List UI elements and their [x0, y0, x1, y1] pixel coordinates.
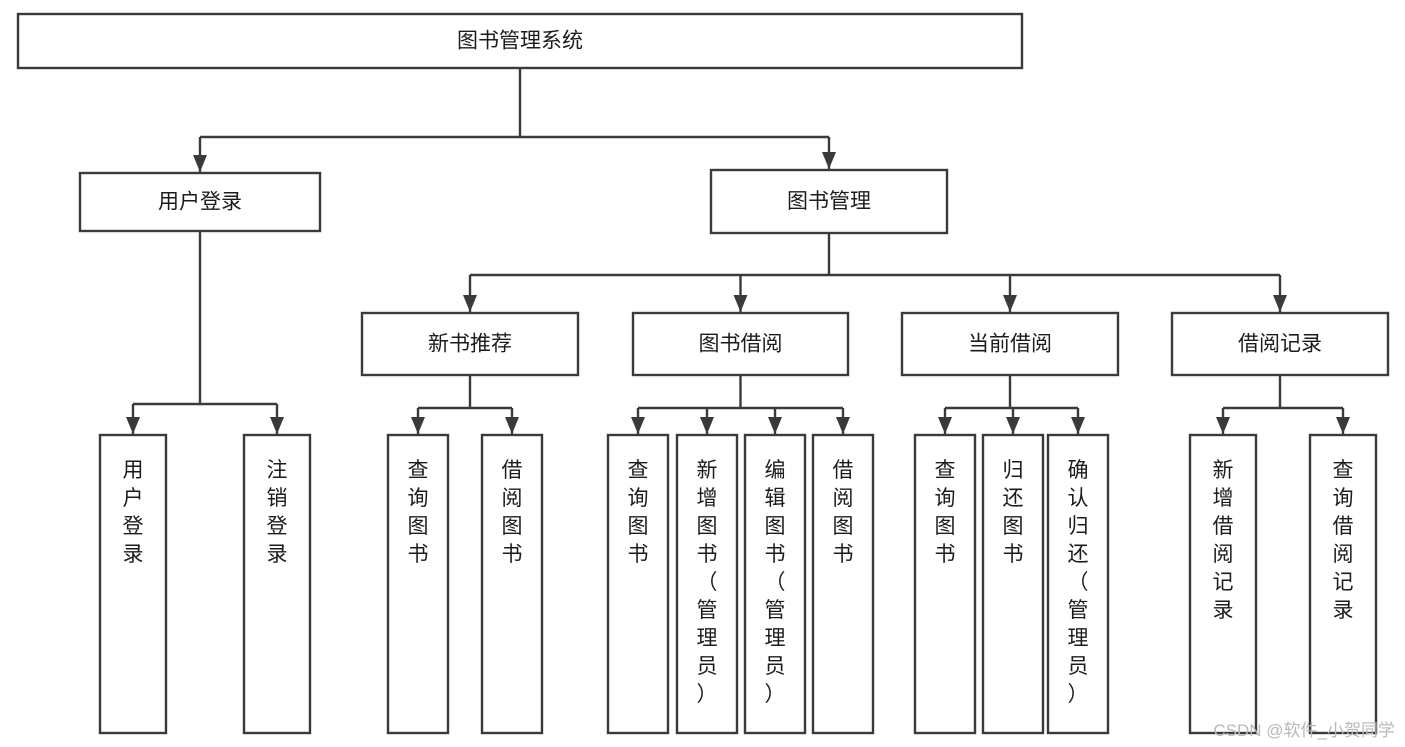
- node-current-query-book[interactable]: 查询图书: [913, 433, 977, 735]
- node-user-login[interactable]: 用户登录: [78, 171, 322, 233]
- node-record-add[interactable]: 新增借阅记录: [1188, 433, 1258, 735]
- node-box: [981, 433, 1045, 735]
- node-label: 查询图书: [408, 459, 429, 566]
- arrow-head-icon: [1003, 295, 1017, 312]
- arrow-head-icon: [1006, 417, 1020, 434]
- node-box: [78, 171, 322, 233]
- node-box: [386, 433, 450, 735]
- node-root[interactable]: 图书管理系统: [16, 12, 1024, 70]
- node-label: 图书管理: [787, 190, 871, 213]
- arrow-head-icon: [463, 295, 477, 312]
- arrow-head-icon: [631, 417, 645, 434]
- arrow-head-icon: [700, 417, 714, 434]
- node-label: 新书推荐: [428, 333, 512, 356]
- node-box: [913, 433, 977, 735]
- node-label: 编辑图书（管理员）: [765, 459, 786, 706]
- node-box: [360, 311, 580, 377]
- node-box: [675, 433, 739, 735]
- node-label: 用户登录: [158, 191, 242, 214]
- node-label: 当前借阅: [968, 333, 1052, 356]
- node-label: 借阅记录: [1238, 333, 1322, 356]
- arrow-head-icon: [1273, 295, 1287, 312]
- node-borrow-query-book[interactable]: 查询图书: [606, 433, 670, 735]
- csdn-watermark: CSDN @软件_小贺同学: [1213, 721, 1395, 740]
- arrow-head-icon: [505, 417, 519, 434]
- node-current-borrow[interactable]: 当前借阅: [900, 311, 1120, 377]
- node-box: [1188, 433, 1258, 735]
- node-borrow-edit-book[interactable]: 编辑图书（管理员）: [743, 433, 807, 735]
- node-borrow-borrow-book[interactable]: 借阅图书: [811, 433, 875, 735]
- node-label: 注销登录: [267, 459, 288, 566]
- node-book-management[interactable]: 图书管理: [709, 168, 949, 235]
- node-label: 确认归还（管理员）: [1068, 459, 1089, 706]
- node-box: [606, 433, 670, 735]
- node-box: [1046, 433, 1110, 735]
- arrow-head-icon: [411, 417, 425, 434]
- node-label: 查询图书: [935, 459, 956, 566]
- node-current-confirm-return[interactable]: 确认归还（管理员）: [1046, 433, 1110, 735]
- arrow-head-icon: [1071, 417, 1085, 434]
- node-borrow-add-book[interactable]: 新增图书（管理员）: [675, 433, 739, 735]
- node-recommend-borrow-book[interactable]: 借阅图书: [480, 433, 544, 735]
- node-label: 图书管理系统: [457, 30, 583, 53]
- node-label: 图书借阅: [699, 333, 783, 356]
- node-login-do[interactable]: 用户登录: [98, 433, 168, 735]
- node-logout-do[interactable]: 注销登录: [242, 433, 312, 735]
- node-box: [16, 12, 1024, 70]
- arrow-head-icon: [1336, 417, 1350, 434]
- arrow-head-icon: [836, 417, 850, 434]
- arrow-head-icon: [126, 417, 140, 434]
- node-label: 借阅图书: [502, 459, 523, 566]
- node-label: 借阅图书: [833, 459, 854, 566]
- node-new-book-recommend[interactable]: 新书推荐: [360, 311, 580, 377]
- node-box: [98, 433, 168, 735]
- node-box: [242, 433, 312, 735]
- node-label: 归还图书: [1003, 459, 1024, 566]
- node-book-borrow[interactable]: 图书借阅: [631, 311, 850, 377]
- node-borrow-record[interactable]: 借阅记录: [1170, 311, 1390, 377]
- arrow-head-icon: [938, 417, 952, 434]
- node-record-query[interactable]: 查询借阅记录: [1308, 433, 1378, 735]
- node-current-return-book[interactable]: 归还图书: [981, 433, 1045, 735]
- arrow-head-icon: [822, 152, 836, 169]
- arrow-head-icon: [193, 155, 207, 172]
- node-label: 新增借阅记录: [1213, 459, 1234, 622]
- node-box: [1170, 311, 1390, 377]
- node-label: 用户登录: [123, 459, 144, 566]
- node-label: 查询借阅记录: [1333, 459, 1354, 622]
- node-box: [1308, 433, 1378, 735]
- arrow-head-icon: [270, 417, 284, 434]
- arrow-head-icon: [733, 295, 748, 312]
- node-recommend-query-book[interactable]: 查询图书: [386, 433, 450, 735]
- node-box: [900, 311, 1120, 377]
- node-box: [480, 433, 544, 735]
- node-label: 新增图书（管理员）: [697, 459, 718, 706]
- arrow-head-icon: [768, 417, 782, 434]
- node-box: [631, 311, 850, 377]
- node-box: [743, 433, 807, 735]
- node-label: 查询图书: [628, 459, 649, 566]
- node-box: [811, 433, 875, 735]
- arrow-head-icon: [1216, 417, 1230, 434]
